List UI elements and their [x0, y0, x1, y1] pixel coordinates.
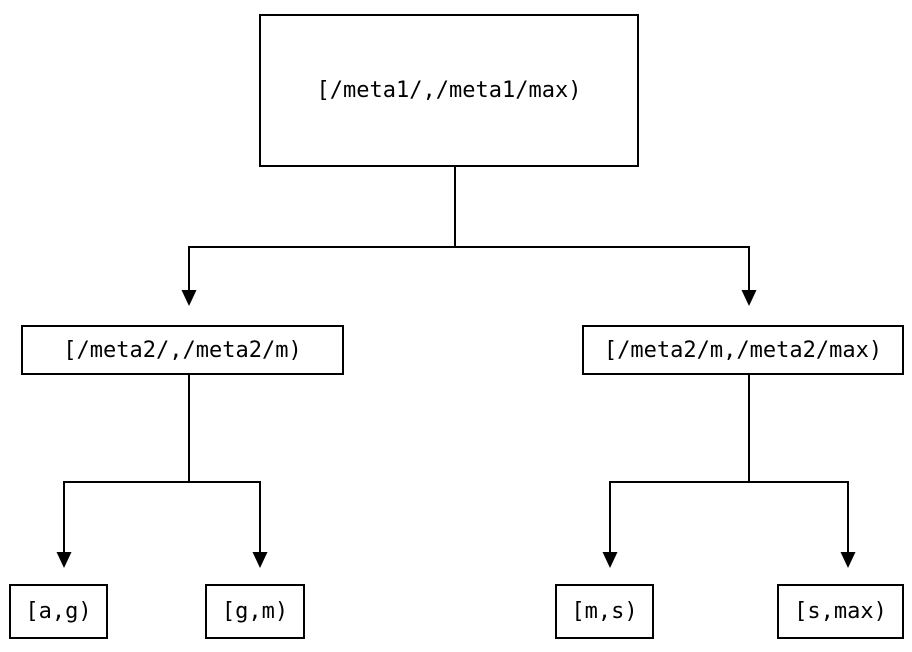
node-leaf-smax-label: [s,max): [794, 599, 887, 624]
node-root-label: [/meta1/,/meta1/max): [316, 78, 582, 103]
arrowhead-down-icon: [181, 290, 197, 306]
node-leaf-ms-label: [m,s): [571, 599, 638, 624]
arrowhead-down-icon: [602, 552, 618, 568]
node-meta2-high: [/meta2/m,/meta2/max): [582, 325, 904, 375]
arrowhead-down-icon: [840, 552, 856, 568]
node-meta2-low-label: [/meta2/,/meta2/m): [63, 337, 302, 363]
edge-left-branch: [56, 375, 268, 568]
node-leaf-ms: [m,s): [555, 584, 654, 639]
node-leaf-gm-label: [g,m): [221, 599, 289, 624]
edge-right-branch: [602, 375, 856, 568]
node-meta2-low: [/meta2/,/meta2/m): [21, 325, 344, 375]
node-root: [/meta1/,/meta1/max): [259, 14, 639, 167]
arrowhead-down-icon: [56, 552, 72, 568]
node-leaf-ag-label: [a,g): [25, 599, 92, 624]
node-leaf-gm: [g,m): [205, 584, 305, 639]
arrowhead-down-icon: [252, 552, 268, 568]
node-leaf-smax: [s,max): [777, 584, 904, 639]
edge-root-branch: [181, 167, 757, 306]
arrowhead-down-icon: [741, 290, 757, 306]
node-meta2-high-label: [/meta2/m,/meta2/max): [603, 337, 883, 363]
node-leaf-ag: [a,g): [9, 584, 108, 639]
